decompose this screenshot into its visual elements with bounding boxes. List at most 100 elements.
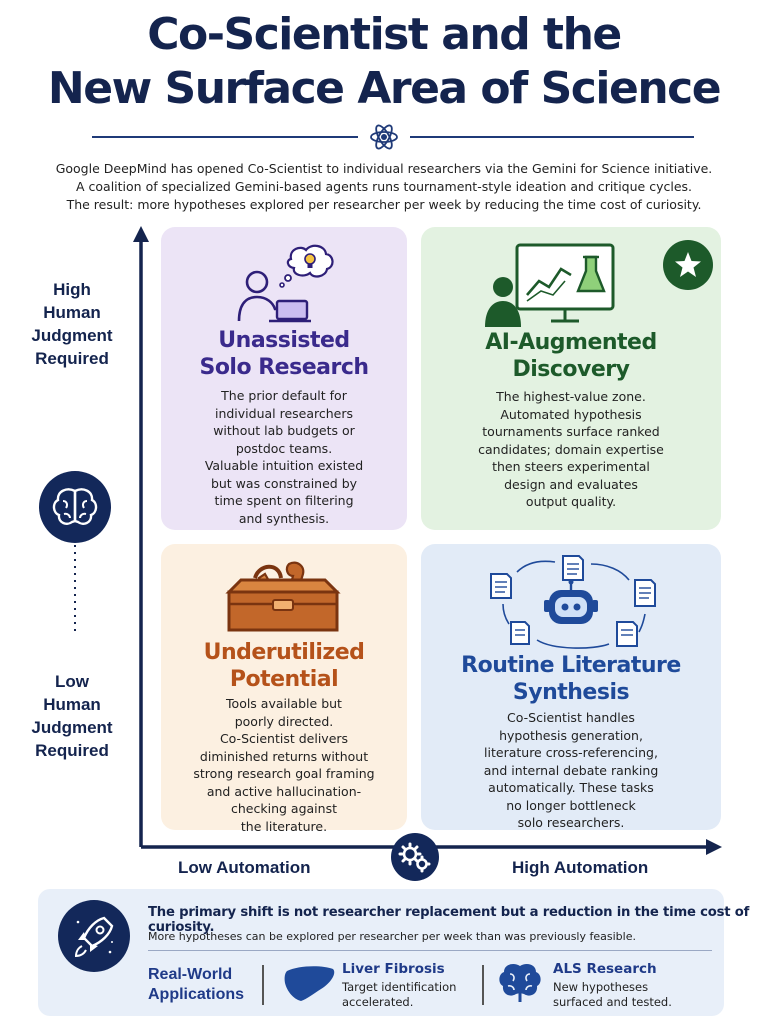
title-line-2: New Surface Area of Science xyxy=(47,63,722,114)
body-line: time spent on filtering xyxy=(214,493,354,508)
separator xyxy=(262,965,264,1005)
quadrant-title-line: Solo Research xyxy=(199,355,369,380)
applications-label-line: Applications xyxy=(148,986,245,1003)
quadrant-body: Co-Scientist handles hypothesis generati… xyxy=(421,709,721,832)
body-line: then steers experimental xyxy=(492,459,650,474)
quadrant-title-line: Synthesis xyxy=(512,680,630,705)
x-label-low: Low Automation xyxy=(178,858,311,877)
body-line: and synthesis. xyxy=(238,510,330,526)
quadrant-ai-augmented-discovery: AI-Augmented Discovery The highest-value… xyxy=(421,227,721,530)
body-line: candidates; domain expertise xyxy=(478,441,664,457)
body-line: hypothesis generation, xyxy=(499,727,643,743)
quadrant-title-line: Unassisted xyxy=(218,328,350,353)
quadrant-title-line: Routine Literature xyxy=(461,653,681,678)
app-desc-line: surfaced and tested. xyxy=(553,995,672,1009)
app-title: Liver Fibrosis xyxy=(342,961,445,977)
body-line: diminished returns without xyxy=(199,748,369,764)
body-line: The prior default for xyxy=(221,388,347,403)
monitor-chart-icon xyxy=(485,243,615,327)
body-line: solo researchers. xyxy=(517,815,625,830)
quadrant-body: The prior default for individual researc… xyxy=(161,387,407,527)
intro-text: Google DeepMind has opened Co-Scientist … xyxy=(40,160,728,214)
quadrant-title: Unassisted Solo Research xyxy=(161,327,407,381)
body-line: without lab budgets or xyxy=(213,423,355,438)
body-line: and internal debate ranking xyxy=(483,762,659,778)
y-label-line: Human xyxy=(43,303,101,322)
body-line: literature cross-referencing, xyxy=(484,745,658,760)
quadrant-title-line: Potential xyxy=(229,667,339,692)
quadrant-underutilized-potential: Underutilized Potential Tools available … xyxy=(161,544,407,834)
app-title: ALS Research xyxy=(553,961,657,977)
body-line: no longer bottleneck xyxy=(506,797,636,813)
app-desc-line: New hypotheses xyxy=(553,980,649,994)
quadrant-routine-literature-synthesis: Routine Literature Synthesis Co-Scientis… xyxy=(421,544,721,830)
body-line: individual researchers xyxy=(214,405,354,421)
panel-divider xyxy=(148,950,712,951)
body-line: Co-Scientist delivers xyxy=(219,731,349,746)
y-label-low: Low Human Judgment Required xyxy=(22,670,122,762)
intro-line: A coalition of specialized Gemini-based … xyxy=(76,179,692,194)
y-label-line: Judgment xyxy=(31,718,113,737)
body-line: Tools available but xyxy=(226,696,342,711)
app-desc: Target identification accelerated. xyxy=(342,980,456,1010)
body-line: checking against xyxy=(231,801,337,816)
y-label-line: Human xyxy=(43,695,101,714)
body-line: postdoc teams. xyxy=(235,440,333,456)
body-line: the literature. xyxy=(240,818,328,834)
key-insight-panel xyxy=(38,889,724,1016)
key-insight-main: The primary shift is not researcher repl… xyxy=(148,905,750,935)
body-line: output quality. xyxy=(525,494,617,509)
body-line: poorly directed. xyxy=(234,713,334,729)
intro-line: Google DeepMind has opened Co-Scientist … xyxy=(55,161,713,176)
thought-bubble-icon xyxy=(279,244,334,288)
intro-line: The result: more hypotheses explored per… xyxy=(66,197,702,212)
researcher-laptop-icon xyxy=(237,244,334,323)
page-title: Co-Scientist and the New Surface Area of… xyxy=(0,8,768,116)
quadrant-body: Tools available but poorly directed. Co-… xyxy=(161,695,407,835)
applications-label-line: Real-World xyxy=(148,966,233,983)
body-line: tournaments surface ranked xyxy=(482,424,660,439)
applications-label: Real-World Applications xyxy=(148,965,248,1005)
title-divider-right xyxy=(410,136,694,138)
quadrant-unassisted-solo-research: Unassisted Solo Research The prior defau… xyxy=(161,227,407,530)
body-line: Automated hypothesis xyxy=(500,406,642,422)
title-divider-left xyxy=(92,136,358,138)
quadrant-title: AI-Augmented Discovery xyxy=(421,329,721,383)
app-desc-line: accelerated. xyxy=(342,995,414,1009)
brain-app-icon xyxy=(499,964,541,1002)
key-insight-sub: More hypotheses can be explored per rese… xyxy=(148,930,636,943)
rocket-icon xyxy=(58,900,130,972)
body-line: strong research goal framing xyxy=(193,766,375,781)
app-desc: New hypotheses surfaced and tested. xyxy=(553,980,672,1010)
gears-icon xyxy=(391,833,439,881)
y-label-line: High xyxy=(53,280,91,299)
quadrant-title-line: AI-Augmented xyxy=(485,330,657,355)
x-label-high: High Automation xyxy=(512,858,649,877)
y-label-line: Required xyxy=(35,741,109,760)
quadrant-title-line: Discovery xyxy=(512,357,630,382)
quadrant-title: Underutilized Potential xyxy=(161,639,407,693)
body-line: design and evaluates xyxy=(504,476,638,492)
x-axis-arrow xyxy=(706,839,722,855)
y-label-high: High Human Judgment Required xyxy=(22,278,122,370)
body-line: Co-Scientist handles xyxy=(507,710,635,725)
separator xyxy=(482,965,484,1005)
quadrant-body: The highest-value zone. Automated hypoth… xyxy=(421,388,721,511)
body-line: and active hallucination- xyxy=(206,783,362,799)
title-line-1: Co-Scientist and the xyxy=(147,9,622,60)
robot-documents-icon xyxy=(490,555,656,649)
y-label-line: Low xyxy=(55,672,89,691)
y-label-line: Required xyxy=(35,349,109,368)
y-axis-arrow xyxy=(133,226,149,242)
app-desc-line: Target identification xyxy=(342,980,457,994)
y-label-line: Judgment xyxy=(31,326,113,345)
body-line: The highest-value zone. xyxy=(496,389,646,404)
toolbox-icon xyxy=(225,561,341,632)
quadrant-title-line: Underutilized xyxy=(203,640,365,665)
liver-icon xyxy=(284,966,335,1001)
atom-icon xyxy=(370,124,398,150)
star-badge-icon xyxy=(663,240,713,290)
brain-icon xyxy=(39,471,111,543)
quadrant-title: Routine Literature Synthesis xyxy=(421,652,721,706)
body-line: Valuable intuition existed xyxy=(204,458,364,473)
